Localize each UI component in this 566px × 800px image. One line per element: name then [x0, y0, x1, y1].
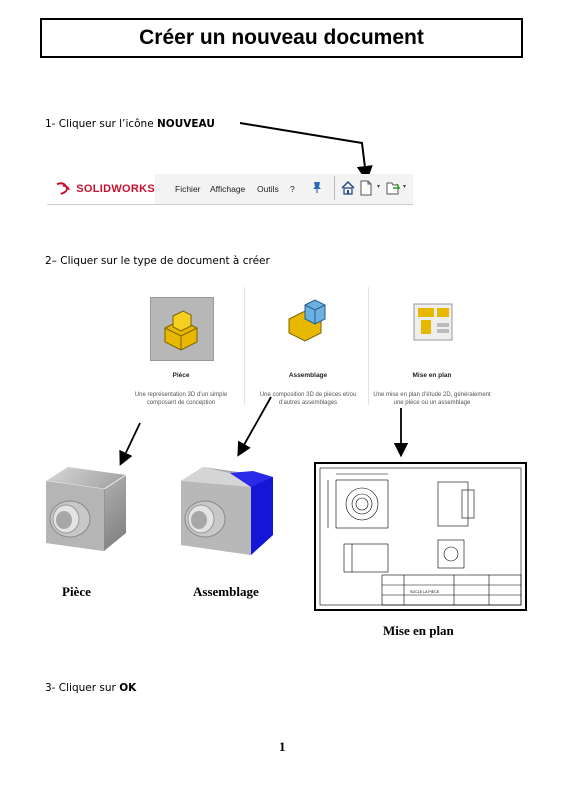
- step-1: 1- Cliquer sur l’icône NOUVEAU: [45, 118, 215, 130]
- caption-assemblage: Assemblage: [193, 584, 259, 599]
- mise-en-plan-icon: [413, 303, 453, 341]
- page-title-box: Créer un nouveau document: [40, 18, 523, 58]
- arrow-to-piece: [119, 422, 141, 466]
- step-1-bold: NOUVEAU: [157, 118, 215, 130]
- step-3-bold: OK: [119, 682, 137, 694]
- step-3-text: 3- Cliquer sur: [45, 682, 120, 694]
- piece-description: Une représentation 3D d’un simple compos…: [134, 392, 228, 406]
- assemblage-render-image: [181, 467, 273, 555]
- page-title: Créer un nouveau document: [139, 26, 424, 49]
- toolbar-divider: [334, 176, 335, 200]
- ds-logo-icon: [56, 182, 71, 195]
- menu-help[interactable]: ?: [290, 184, 295, 194]
- assemblage-icon: [288, 299, 326, 342]
- piece-option[interactable]: Pièce Une représentation 3D d’un simple …: [122, 372, 240, 407]
- menu-outils[interactable]: Outils: [257, 184, 279, 194]
- assemblage-option[interactable]: Assemblage Une composition 3D de pièces …: [249, 372, 367, 407]
- caption-piece: Pièce: [62, 584, 91, 599]
- drawing-titleblock-name: SOCLE LA PIECE: [410, 590, 440, 594]
- step-1-text: 1- Cliquer sur l’icône: [45, 118, 158, 130]
- assemblage-description: Une composition 3D de pièces et/ou d’aut…: [259, 392, 357, 406]
- assemblage-label: Assemblage: [288, 372, 328, 379]
- step-2-text: 2– Cliquer sur le type de document à cré…: [45, 255, 270, 267]
- mise-en-plan-description: Une mise en plan d’étude 2D, généralemen…: [373, 392, 491, 406]
- solidworks-logo: SOLIDWORKS: [47, 174, 155, 204]
- new-dropdown-icon[interactable]: ▾: [377, 183, 381, 190]
- chooser-separator: [368, 287, 369, 405]
- solidworks-brand: SOLIDWORKS: [76, 183, 155, 195]
- mise-en-plan-option[interactable]: Mise en plan Une mise en plan d’étude 2D…: [373, 372, 491, 407]
- piece-icon: [164, 310, 198, 351]
- menu-fichier[interactable]: Fichier: [175, 184, 201, 194]
- piece-tile[interactable]: [150, 297, 214, 361]
- step-3: 3- Cliquer sur OK: [45, 682, 136, 694]
- mise-en-plan-drawing-image: SOCLE LA PIECE: [314, 462, 527, 611]
- new-document-icon[interactable]: [359, 180, 373, 196]
- pin-icon[interactable]: [311, 180, 323, 194]
- piece-label: Pièce: [172, 372, 190, 379]
- menu-affichage[interactable]: Affichage: [210, 184, 246, 194]
- assemblage-tile[interactable]: [283, 297, 333, 347]
- mise-en-plan-tile[interactable]: [413, 303, 453, 341]
- chooser-separator: [244, 287, 245, 405]
- arrow-to-new-icon: [239, 122, 373, 182]
- step-2: 2– Cliquer sur le type de document à cré…: [45, 255, 270, 267]
- caption-mise-en-plan: Mise en plan: [383, 623, 454, 638]
- piece-render-image: [45, 467, 127, 551]
- mise-en-plan-label: Mise en plan: [412, 372, 452, 379]
- open-dropdown-icon[interactable]: ▾: [403, 183, 407, 190]
- arrow-to-assembly: [237, 396, 272, 457]
- page-number: 1: [279, 739, 286, 754]
- home-icon[interactable]: [340, 180, 356, 196]
- open-document-icon[interactable]: [385, 180, 401, 196]
